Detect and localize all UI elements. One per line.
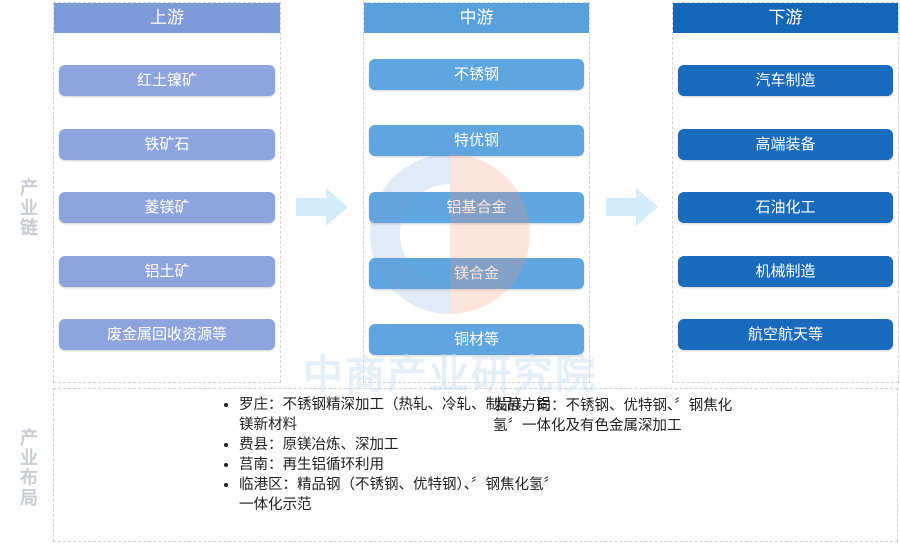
development-direction-text: 发展方向：不锈钢、优特钢、〞钢焦化氢〞一体化及有色金属深加工 [493, 398, 733, 434]
side-label-industry-layout: 产业布局 [17, 428, 38, 508]
flow-arrow-1 [296, 188, 348, 226]
midstream-item: 不锈钢 [369, 59, 584, 90]
downstream-item: 高端装备 [678, 129, 893, 160]
downstream-item: 汽车制造 [678, 65, 893, 96]
layout-bullet-item: 罗庄：不锈钢精深加工（热轧、冷轧、制品）、铝镁新材料 [239, 395, 559, 435]
flow-arrow-2-shape [606, 188, 658, 226]
downstream-header: 下游 [673, 3, 898, 33]
midstream-header: 中游 [364, 3, 589, 33]
downstream-item: 航空航天等 [678, 319, 893, 350]
downstream-item: 机械制造 [678, 256, 893, 287]
midstream-item: 镁合金 [369, 258, 584, 289]
flow-arrow-2 [606, 188, 658, 226]
layout-bullet-list: 罗庄：不锈钢精深加工（热轧、冷轧、制品）、铝镁新材料 费县：原镁冶炼、深加工 莒… [217, 395, 559, 515]
upstream-item: 废金属回收资源等 [59, 319, 275, 350]
upstream-column: 上游 红土镍矿 铁矿石 菱镁矿 铝土矿 废金属回收资源等 [53, 2, 281, 383]
upstream-item: 铝土矿 [59, 256, 275, 287]
upstream-item: 红土镍矿 [59, 65, 275, 96]
midstream-column: 中游 不锈钢 特优钢 铝基合金 镁合金 铜材等 [363, 2, 590, 383]
midstream-item: 铜材等 [369, 324, 584, 355]
midstream-item: 特优钢 [369, 125, 584, 156]
side-label-industry-chain: 产业链 [17, 178, 38, 238]
layout-bullet-item: 临港区：精品钢（不锈钢、优特钢）、〞钢焦化氢〞一体化示范 [239, 475, 559, 515]
downstream-item: 石油化工 [678, 192, 893, 223]
flow-arrow-1-shape [296, 188, 348, 226]
upstream-header: 上游 [54, 3, 280, 33]
upstream-item: 菱镁矿 [59, 192, 275, 223]
layout-bullet-item: 莒南：再生铝循环利用 [239, 455, 559, 475]
downstream-column: 下游 汽车制造 高端装备 石油化工 机械制造 航空航天等 [672, 2, 899, 383]
layout-bullet-item: 费县：原镁冶炼、深加工 [239, 435, 559, 455]
upstream-item: 铁矿石 [59, 129, 275, 160]
industry-layout-box: 罗庄：不锈钢精深加工（热轧、冷轧、制品）、铝镁新材料 费县：原镁冶炼、深加工 莒… [53, 388, 898, 542]
midstream-item: 铝基合金 [369, 192, 584, 223]
